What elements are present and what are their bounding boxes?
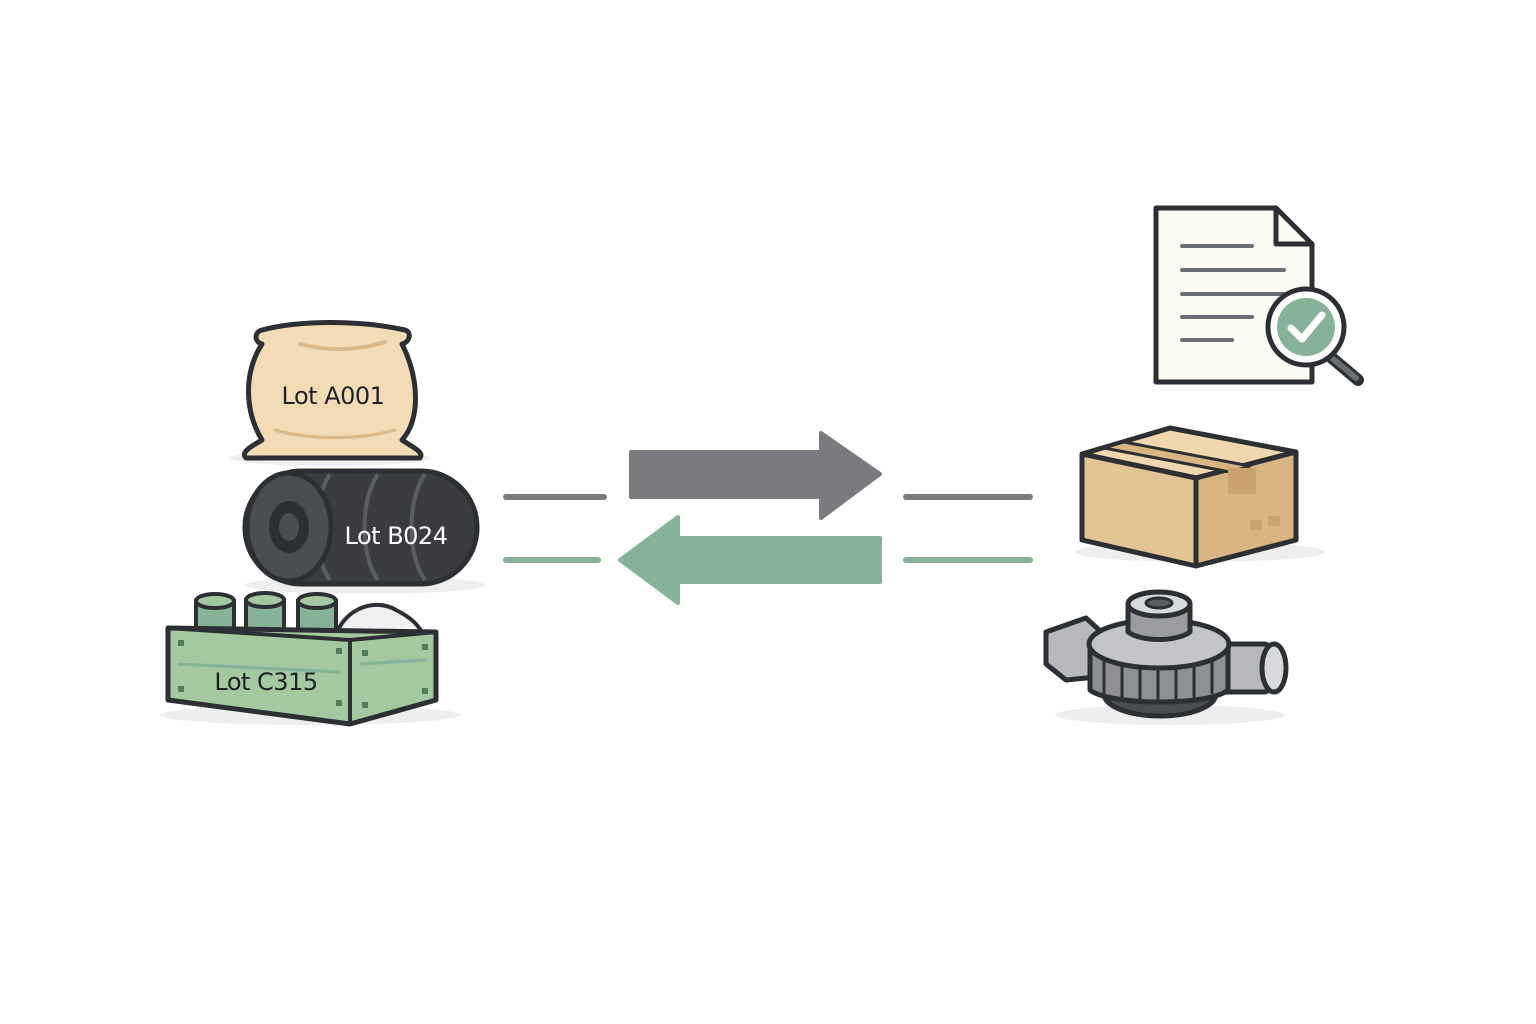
box-icon [1079,425,1299,569]
forward-trace-flow [503,431,1033,520]
roll-icon: Lot B024 [242,468,480,587]
gear-part-icon [1043,589,1289,719]
document-check-icon [1153,205,1364,386]
sack-icon: Lot A001 [242,320,424,461]
lot-a001-label: Lot A001 [282,382,385,410]
lot-b024-label: Lot B024 [345,522,448,550]
crate-icon: Lot C315 [165,591,439,727]
backward-trace-flow [503,515,1033,605]
lot-c315-label: Lot C315 [214,668,317,696]
